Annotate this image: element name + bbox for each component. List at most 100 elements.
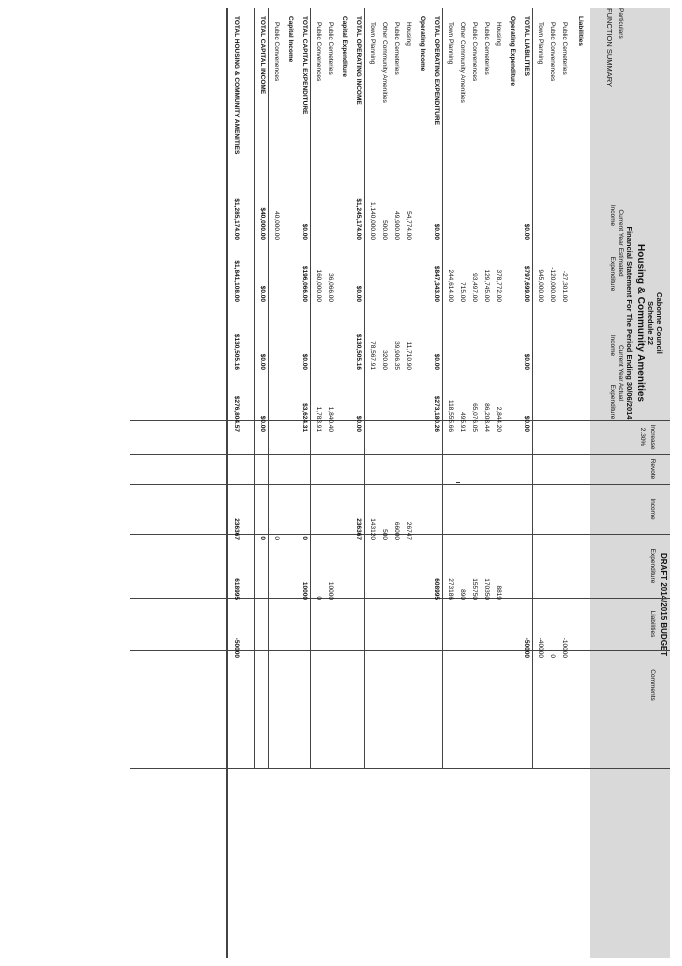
actual-expenditure-cell: $3,624.31 <box>301 403 308 432</box>
table-row: Operating Expenditure <box>505 8 518 958</box>
budget-liabilities-cell: 0 <box>549 654 556 658</box>
table-row: Public Cemeteries 129,745.00 86,208.44 1703… <box>479 8 492 958</box>
budget-expenditure-cell: 0 <box>315 596 322 600</box>
actual-income-cell: 320.00 <box>381 350 388 370</box>
row-label: Liabilities <box>577 16 584 46</box>
table-row: Capital Income <box>283 8 296 958</box>
draft-budget-title: DRAFT 2014/2015 BUDGET <box>659 553 668 657</box>
actual-expenditure-cell: $276,804.57 <box>233 395 240 432</box>
estimated-expenditure-cell: 36,066.00 <box>327 273 334 302</box>
table-row: Public Convenences -120,000.00 0 <box>545 8 558 958</box>
estimated-income-cell: 40,000.00 <box>273 211 280 240</box>
row-label: Public Cemeteries <box>561 22 568 75</box>
row-label: Operating Income <box>419 16 426 72</box>
estimated-expenditure-cell: -120,000.00 <box>549 267 556 302</box>
row-label: TOTAL CAPITAL INCOME <box>259 16 266 95</box>
row-label: Public Convenences <box>273 22 280 82</box>
estimated-income-cell: $40,000.00 <box>259 207 266 240</box>
function-summary-title: FUNCTION SUMMARY <box>605 8 614 88</box>
budget-expenditure-cell: 890 <box>459 589 466 600</box>
col-increase: Increase <box>649 424 656 450</box>
estimated-expenditure-cell: $847,343.00 <box>433 265 440 302</box>
row-label: Public Cemeteries <box>483 22 490 75</box>
table-row: Housing 378,772.00 2,844.20 8819 <box>491 8 504 958</box>
col-current-year-estimated: Current Year Estimated <box>617 209 624 277</box>
estimated-income-cell: $1,245,174.00 <box>355 198 362 240</box>
budget-expenditure-cell: 10000 <box>301 581 308 600</box>
budget-income-cell: 0 <box>259 536 266 540</box>
budget-income-cell: 0 <box>273 536 280 540</box>
council-title: Cabonne Council <box>655 292 664 354</box>
row-label: Town Planning <box>537 22 544 65</box>
actual-expenditure-cell: 2,844.20 <box>495 406 502 432</box>
col-particulars: Particulars <box>617 8 624 39</box>
estimated-expenditure-cell: 378,772.00 <box>495 269 502 302</box>
row-label: TOTAL CAPITAL EXPENDITURE <box>301 16 308 115</box>
col-income: Income <box>649 498 656 520</box>
estimated-expenditure-cell: $797,699.00 <box>523 265 530 302</box>
row-label: TOTAL OPERATING INCOME <box>355 16 362 105</box>
estimated-expenditure-cell: 244,614.00 <box>447 269 454 302</box>
budget-income-cell: 66000 <box>393 521 400 540</box>
budget-expenditure-cell: 155750 <box>471 578 478 600</box>
row-label: Housing <box>495 22 502 46</box>
row-label: Public Convenences <box>471 22 478 82</box>
row-label: Public Convenences <box>549 22 556 82</box>
estimated-income-cell: 500.00 <box>381 220 388 240</box>
budget-expenditure-cell: 608995 <box>433 578 440 600</box>
estimated-expenditure-cell: 129,745.00 <box>483 269 490 302</box>
table-row: TOTAL HOUSING & COMMUNITY AMENITIES$1,28… <box>229 8 242 958</box>
actual-income-cell: $130,505.16 <box>355 333 362 370</box>
estimated-expenditure-cell: 93,497.00 <box>471 273 478 302</box>
actual-income-cell: $130,505.16 <box>233 333 240 370</box>
table-row: Liabilities <box>573 8 586 958</box>
estimated-expenditure-cell: 160,000.00 <box>315 269 322 302</box>
actual-expenditure-cell: 1,783.91 <box>315 406 322 432</box>
row-label: Other Community Amenities <box>381 22 388 103</box>
col-est-expenditure: Expenditure <box>609 256 616 292</box>
estimated-income-cell: 49,900.00 <box>393 211 400 240</box>
col-expenditure: Expenditure <box>649 548 656 584</box>
actual-expenditure-cell: $0.00 <box>523 415 530 432</box>
row-label: Capital Income <box>287 16 294 63</box>
actual-expenditure-cell: 86,208.44 <box>483 403 490 432</box>
table-row: Other Community Amenities 500.00 320.00 500 <box>377 8 390 958</box>
table-row: Public Convenences 160,000.00 1,783.91 0 <box>311 8 324 958</box>
estimated-income-cell: $0.00 <box>523 223 530 240</box>
table-row: TOTAL OPERATING INCOME $1,245,174.00 $0.00… <box>351 8 364 958</box>
row-label: Public Convenences <box>315 22 322 82</box>
estimated-income-cell: $0.00 <box>301 223 308 240</box>
actual-expenditure-cell: $273,180.26 <box>433 395 440 432</box>
statement-subtitle: Financial Statement For The Period Endin… <box>625 226 634 420</box>
table-row: Capital Expenditure <box>337 8 350 958</box>
budget-expenditure-cell: 8819 <box>495 585 502 600</box>
budget-expenditure-cell: 170350 <box>483 578 490 600</box>
estimated-expenditure-cell: $0.00 <box>355 285 362 302</box>
row-label: TOTAL HOUSING & COMMUNITY AMENITIES <box>233 16 240 155</box>
table-row: TOTAL OPERATING EXPENDITURE$0.00$847,343… <box>429 8 442 958</box>
actual-income-cell: $0.00 <box>301 353 308 370</box>
estimated-expenditure-cell: -27,301.00 <box>561 270 568 302</box>
table-row: TOTAL CAPITAL INCOME $40,000.00 $0.00 $0.00… <box>255 8 268 958</box>
col-act-income: Income <box>609 334 616 357</box>
row-label: Town Planning <box>447 22 454 65</box>
col-current-year-actual: Current Year Actual <box>617 344 624 401</box>
actual-income-cell: $0.00 <box>523 353 530 370</box>
estimated-expenditure-cell: $0.00 <box>259 285 266 302</box>
row-label: Town Planning <box>369 22 376 65</box>
row-label: Capital Expenditure <box>341 16 348 78</box>
actual-income-cell: $0.00 <box>259 353 266 370</box>
budget-income-cell: 500 <box>381 529 388 540</box>
budget-liabilities-cell: -40000 <box>537 637 544 658</box>
row-divider <box>532 8 533 768</box>
col-est-income: Income <box>609 204 616 227</box>
budget-expenditure-cell: 10000 <box>327 581 334 600</box>
actual-expenditure-cell: $0.00 <box>355 415 362 432</box>
col-comments: Comments <box>649 669 656 701</box>
row-divider <box>254 8 255 768</box>
